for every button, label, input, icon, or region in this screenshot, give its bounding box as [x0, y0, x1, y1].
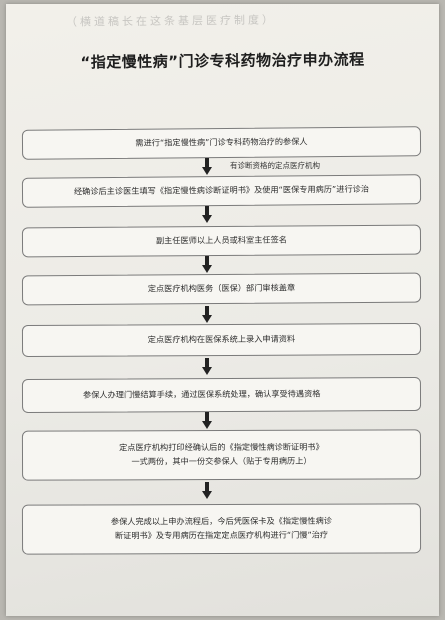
flow-arrow-4 — [202, 306, 212, 324]
step-7-line-2: 一式两份，其中一份交参保人（贴于专用病历上） — [131, 455, 312, 467]
flow-arrow-2 — [202, 206, 212, 224]
step-1-text: 需进行“指定慢性病”门诊专科药物治疗的参保人 — [135, 136, 308, 148]
flow-arrow-6 — [202, 412, 212, 430]
step-2-text: 经确诊后主诊医生填写《指定慢性病诊断证明书》及使用“医保专用病历”进行诊治 — [73, 183, 370, 197]
flow-arrow-3 — [202, 256, 212, 274]
step-7-box: 定点医疗机构打印经确认后的《指定慢性病诊断证明书》 一式两份，其中一份交参保人（… — [21, 429, 422, 481]
step-8-line-2: 断证明书》及专用病历在指定定点医疗机构进行“门慢”治疗 — [114, 529, 329, 541]
page-title: “指定慢性病”门诊专科药物治疗申办流程 — [80, 50, 365, 72]
side-note: 有诊断资格的定点医疗机构 — [230, 161, 320, 170]
flow-arrow-7 — [202, 482, 212, 500]
step-3-box: 副主任医师以上人员或科室主任签名 — [21, 224, 422, 258]
step-2-box: 经确诊后主诊医生填写《指定慢性病诊断证明书》及使用“医保专用病历”进行诊治 — [21, 174, 422, 208]
step-5-box: 定点医疗机构在医保系统上录入申请资料 — [21, 322, 422, 358]
step-3-text: 副主任医师以上人员或科室主任签名 — [155, 234, 288, 246]
step-7-line-1: 定点医疗机构打印经确认后的《指定慢性病诊断证明书》 — [119, 441, 324, 453]
header-bleed-through: （横道稿长在这条基层医疗制度） — [65, 13, 277, 29]
step-1-box: 需进行“指定慢性病”门诊专科药物治疗的参保人 — [21, 126, 422, 160]
step-6-text: 参保人办理门慢结算手续，通过医保系统处理，确认享受待遇资格 — [82, 388, 321, 400]
step-6-box: 参保人办理门慢结算手续，通过医保系统处理，确认享受待遇资格 — [21, 376, 422, 414]
flow-arrow-5 — [202, 358, 212, 376]
step-5-text: 定点医疗机构在医保系统上录入申请资料 — [147, 333, 296, 345]
step-4-text: 定点医疗机构医务（医保）部门审核盖章 — [147, 282, 296, 294]
step-8-line-1: 参保人完成以上申办流程后，今后凭医保卡及《指定慢性病诊 — [110, 515, 333, 527]
step-4-box: 定点医疗机构医务（医保）部门审核盖章 — [21, 272, 422, 306]
document-page: （横道稿长在这条基层医疗制度） “指定慢性病”门诊专科药物治疗申办流程 需进行“… — [6, 4, 439, 616]
flow-arrow-1 — [202, 158, 212, 176]
step-8-box: 参保人完成以上申办流程后，今后凭医保卡及《指定慢性病诊 断证明书》及专用病历在指… — [21, 503, 422, 555]
